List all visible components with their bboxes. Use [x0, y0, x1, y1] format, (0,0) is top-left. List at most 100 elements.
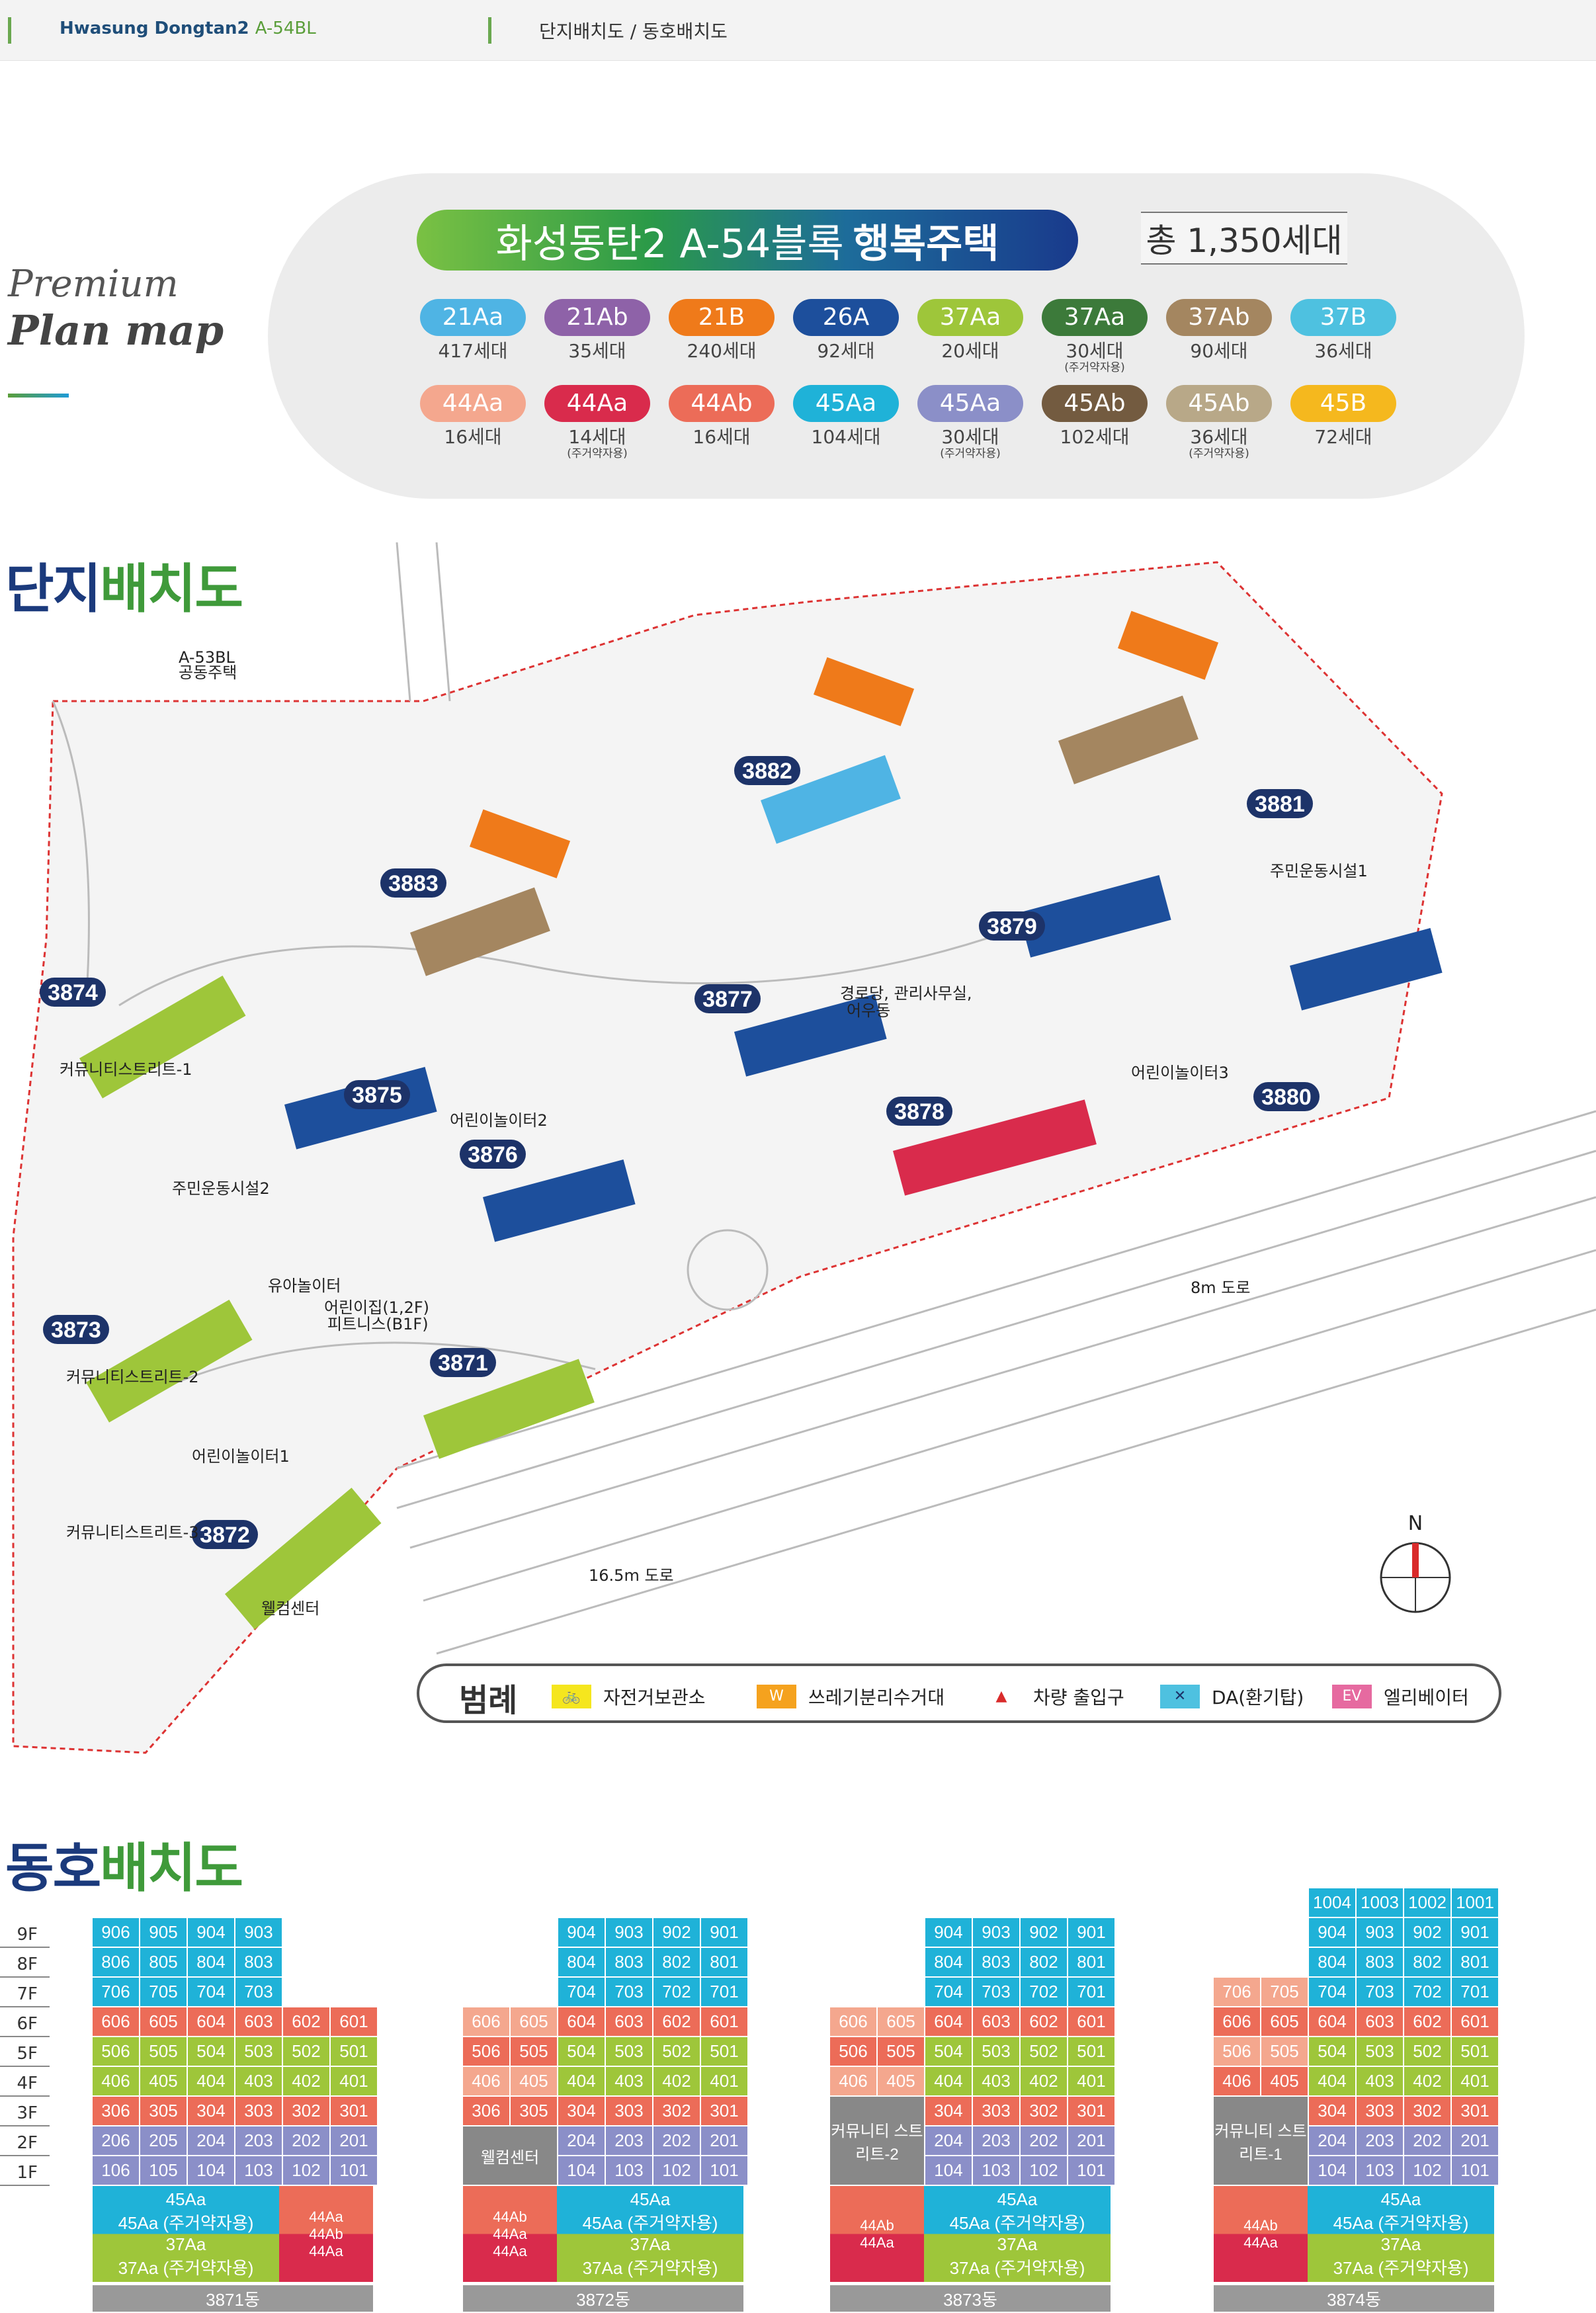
unit-cell: 501 [1068, 2037, 1114, 2066]
building-number: 3883 [388, 871, 439, 896]
unit-cell: 203 [1357, 2126, 1403, 2155]
building-number: 3873 [51, 1318, 101, 1343]
unit-cell: 703 [235, 1978, 282, 2006]
unit-type-label: 44Aa [860, 2234, 894, 2251]
unit-type-pill: 37B [1290, 299, 1396, 336]
building-badge: 3872 [192, 1520, 258, 1549]
unit-cell: 702 [653, 1978, 700, 2006]
unit-cell: 902 [653, 1918, 700, 1947]
unit-cell: 903 [235, 1918, 282, 1947]
complex-title-light: 화성동탄2 A-54블록 [495, 220, 844, 267]
building-badge: 3883 [380, 868, 446, 898]
unit-cell: 802 [1021, 1948, 1067, 1976]
unit-cell: 101 [1068, 2156, 1114, 2185]
unit-cell: 104 [1309, 2156, 1355, 2185]
unit-cell: 303 [606, 2097, 652, 2125]
unit-cell: 204 [925, 2126, 972, 2155]
unit-cell: 904 [1309, 1918, 1355, 1947]
unit-cell: 103 [1357, 2156, 1403, 2185]
unit-cell: 501 [1452, 2037, 1498, 2066]
empty-cell [331, 1978, 377, 2006]
legend-label: 차량 출입구 [1033, 1687, 1124, 1708]
building-name: 3871동 [93, 2285, 373, 2312]
unit-type-label: 37Aa [630, 2234, 671, 2254]
unit-type-label: 44Ab [1243, 2216, 1278, 2234]
empty-cell [1214, 1918, 1260, 1947]
unit-cell: 604 [925, 2007, 972, 2036]
unit-count: 36세대 [1314, 340, 1372, 362]
unit-cell: 801 [1068, 1948, 1114, 1976]
unit-type-label: 44Aa [493, 2225, 527, 2242]
building-block [410, 887, 550, 976]
unit-type-label: 44Ab [493, 2208, 527, 2225]
unit-cell: 103 [606, 2156, 652, 2185]
site-label: 피트니스(B1F) [327, 1315, 429, 1333]
unit-cell: 903 [606, 1918, 652, 1947]
building-block [79, 976, 246, 1099]
unit-cell: 204 [558, 2126, 605, 2155]
unit-type-pill: 45Ab [1042, 385, 1148, 422]
north-label: N [1408, 1512, 1423, 1535]
unit-cell: 406 [93, 2067, 139, 2095]
building-name: 3874동 [1214, 2285, 1494, 2312]
unit-count: 30세대 [941, 426, 999, 448]
unit-cell: 301 [1452, 2097, 1498, 2125]
unit-cell: 204 [188, 2126, 234, 2155]
building-badge: 3873 [43, 1315, 109, 1344]
unit-cell: 904 [558, 1918, 605, 1947]
empty-cell [283, 1978, 329, 2006]
unit-cell: 602 [1404, 2007, 1450, 2036]
unit-cell: 404 [558, 2067, 605, 2095]
site-label: 어린이놀이터1 [192, 1447, 290, 1466]
site-label: 유아놀이터 [268, 1277, 341, 1295]
premium-label: Premium Plan map [8, 261, 224, 398]
unit-cell: 703 [973, 1978, 1019, 2006]
unit-cell: 305 [511, 2097, 557, 2125]
unit-cell: 202 [1021, 2126, 1067, 2155]
top-bar: Hwasung Dongtan2 A-54BL 단지배치도 / 동호배치도 [0, 0, 1596, 61]
unit-count: 90세대 [1190, 340, 1248, 362]
unit-type-label: 37Aa [1380, 2234, 1421, 2254]
unit-cell: 601 [701, 2007, 747, 2036]
building-number: 3874 [48, 980, 98, 1005]
building-number: 3882 [742, 759, 792, 784]
unit-type: 37Ab 90세대 [1166, 299, 1272, 361]
unit-cell: 306 [93, 2097, 139, 2125]
unit-cell: 203 [606, 2126, 652, 2155]
unit-type-label: 45Aa [1380, 2189, 1421, 2209]
unit-cell: 303 [1357, 2097, 1403, 2125]
unit-cell: 803 [973, 1948, 1019, 1976]
unit-cell: 702 [1404, 1978, 1450, 2006]
unit-cell: 102 [1404, 2156, 1450, 2185]
unit-cell: 605 [511, 2007, 557, 2036]
premium-line1: Premium [8, 263, 179, 306]
empty-cell [463, 1948, 509, 1976]
site-label: 8m 도로 [1191, 1279, 1250, 1297]
building-badge: 3875 [344, 1080, 410, 1109]
unit-type-pill: 37Ab [1166, 299, 1272, 336]
unit-type-pill: 21Ab [544, 299, 650, 336]
unit-cell: 504 [558, 2037, 605, 2066]
unit-cell: 106 [93, 2156, 139, 2185]
unit-cell: 506 [830, 2037, 876, 2066]
unit-cell: 401 [701, 2067, 747, 2095]
unit-cell: 705 [140, 1978, 187, 2006]
building-badge: 3878 [886, 1097, 952, 1126]
unit-cell: 702 [1021, 1978, 1067, 2006]
empty-cell [1261, 1918, 1308, 1947]
unit-type-pill: 44Aa [420, 385, 526, 422]
site-label: 경로당, 관리사무실, [840, 984, 972, 1003]
empty-cell [1261, 1888, 1308, 1917]
siteplan-heading: 단지배치도 [5, 558, 243, 620]
unit-cell: 706 [1214, 1978, 1260, 2006]
unit-cell: 403 [1357, 2067, 1403, 2095]
building-block [1058, 695, 1198, 784]
unit-cell: 102 [283, 2156, 329, 2185]
